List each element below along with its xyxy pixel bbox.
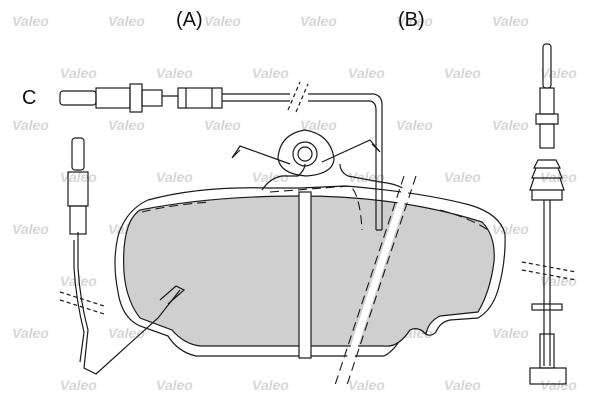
sensor-a-plug-tip xyxy=(71,137,85,171)
watermark-text: Valeo xyxy=(252,65,289,81)
sensor-c-clip xyxy=(177,87,223,109)
sensor-b-break xyxy=(521,261,577,281)
watermark-text: Valeo xyxy=(444,169,481,185)
sensor-b-end xyxy=(539,333,555,369)
sensor-c-plug-neck xyxy=(141,89,163,107)
watermark-text: Valeo xyxy=(204,117,241,133)
watermark-text: Valeo xyxy=(444,65,481,81)
watermark-text: Valeo xyxy=(396,117,433,133)
sensor-a-probe xyxy=(159,285,186,305)
label-sensor-c: C xyxy=(22,87,36,109)
sensor-a-plug-collar xyxy=(69,205,87,235)
sensor-a-wire xyxy=(77,232,181,375)
sensor-b-foot xyxy=(529,367,567,385)
clip-pivot-outer xyxy=(292,141,318,167)
watermark-text: Valeo xyxy=(348,377,385,393)
watermark-text: Valeo xyxy=(300,117,337,133)
watermark-text: Valeo xyxy=(540,377,577,393)
sensor-b-ring xyxy=(531,303,563,311)
sensor-c-wire xyxy=(162,93,383,231)
watermark-text: Valeo xyxy=(12,221,49,237)
clip-pivot-inner xyxy=(297,146,313,162)
watermark-text: Valeo xyxy=(444,377,481,393)
watermark-text: Valeo xyxy=(156,65,193,81)
sensor-c-plug-tip xyxy=(59,90,97,106)
spring-clip xyxy=(231,129,381,177)
sensor-b-body xyxy=(539,87,555,115)
sensor-a-wire-inner xyxy=(73,240,85,363)
watermark-text: Valeo xyxy=(492,13,529,29)
watermark-text: Valeo xyxy=(60,169,97,185)
label-view-a: (A) xyxy=(176,9,203,31)
watermark-text: Valeo xyxy=(492,325,529,341)
pad-hidden-line xyxy=(269,185,363,231)
sensor-c-plug-ring xyxy=(129,83,143,113)
sensor-b-wire xyxy=(543,200,551,366)
watermark-text: Valeo xyxy=(252,377,289,393)
backing-plate xyxy=(114,185,506,357)
watermark-text: Valeo xyxy=(540,169,577,185)
watermark-text: Valeo xyxy=(492,221,529,237)
watermark-text: Valeo xyxy=(204,13,241,29)
sensor-c-break xyxy=(287,81,309,113)
watermark-text: Valeo xyxy=(492,117,529,133)
section-break-lines xyxy=(333,175,417,389)
watermark-text: Valeo xyxy=(60,65,97,81)
top-tab xyxy=(261,163,409,193)
sensor-c-clip-marks xyxy=(185,88,213,108)
sensor-b-collar xyxy=(535,113,559,125)
watermark-text: Valeo xyxy=(156,169,193,185)
watermark-text: Valeo xyxy=(12,117,49,133)
watermark-text: Valeo xyxy=(12,13,49,29)
watermark-text: Valeo xyxy=(252,169,289,185)
watermark-text: Valeo xyxy=(396,13,433,29)
watermark-text: Valeo xyxy=(108,13,145,29)
sensor-c-plug-body xyxy=(95,87,131,109)
watermark-text: Valeo xyxy=(348,65,385,81)
watermark-text: Valeo xyxy=(108,117,145,133)
watermark-text: Valeo xyxy=(12,325,49,341)
label-view-b: (B) xyxy=(398,9,425,31)
sensor-b-neck xyxy=(539,123,555,149)
watermark-text: Valeo xyxy=(300,13,337,29)
watermark-text: Valeo xyxy=(540,273,577,289)
sensor-b-boot xyxy=(529,159,565,201)
section-break xyxy=(336,174,414,392)
sensor-a-break xyxy=(59,291,105,315)
watermark-text: Valeo xyxy=(540,65,577,81)
watermark-text: Valeo xyxy=(156,377,193,393)
center-groove xyxy=(298,191,312,359)
watermark-text: Valeo xyxy=(108,325,145,341)
watermark-text: Valeo xyxy=(60,377,97,393)
pad-dashed-contour xyxy=(141,201,489,231)
